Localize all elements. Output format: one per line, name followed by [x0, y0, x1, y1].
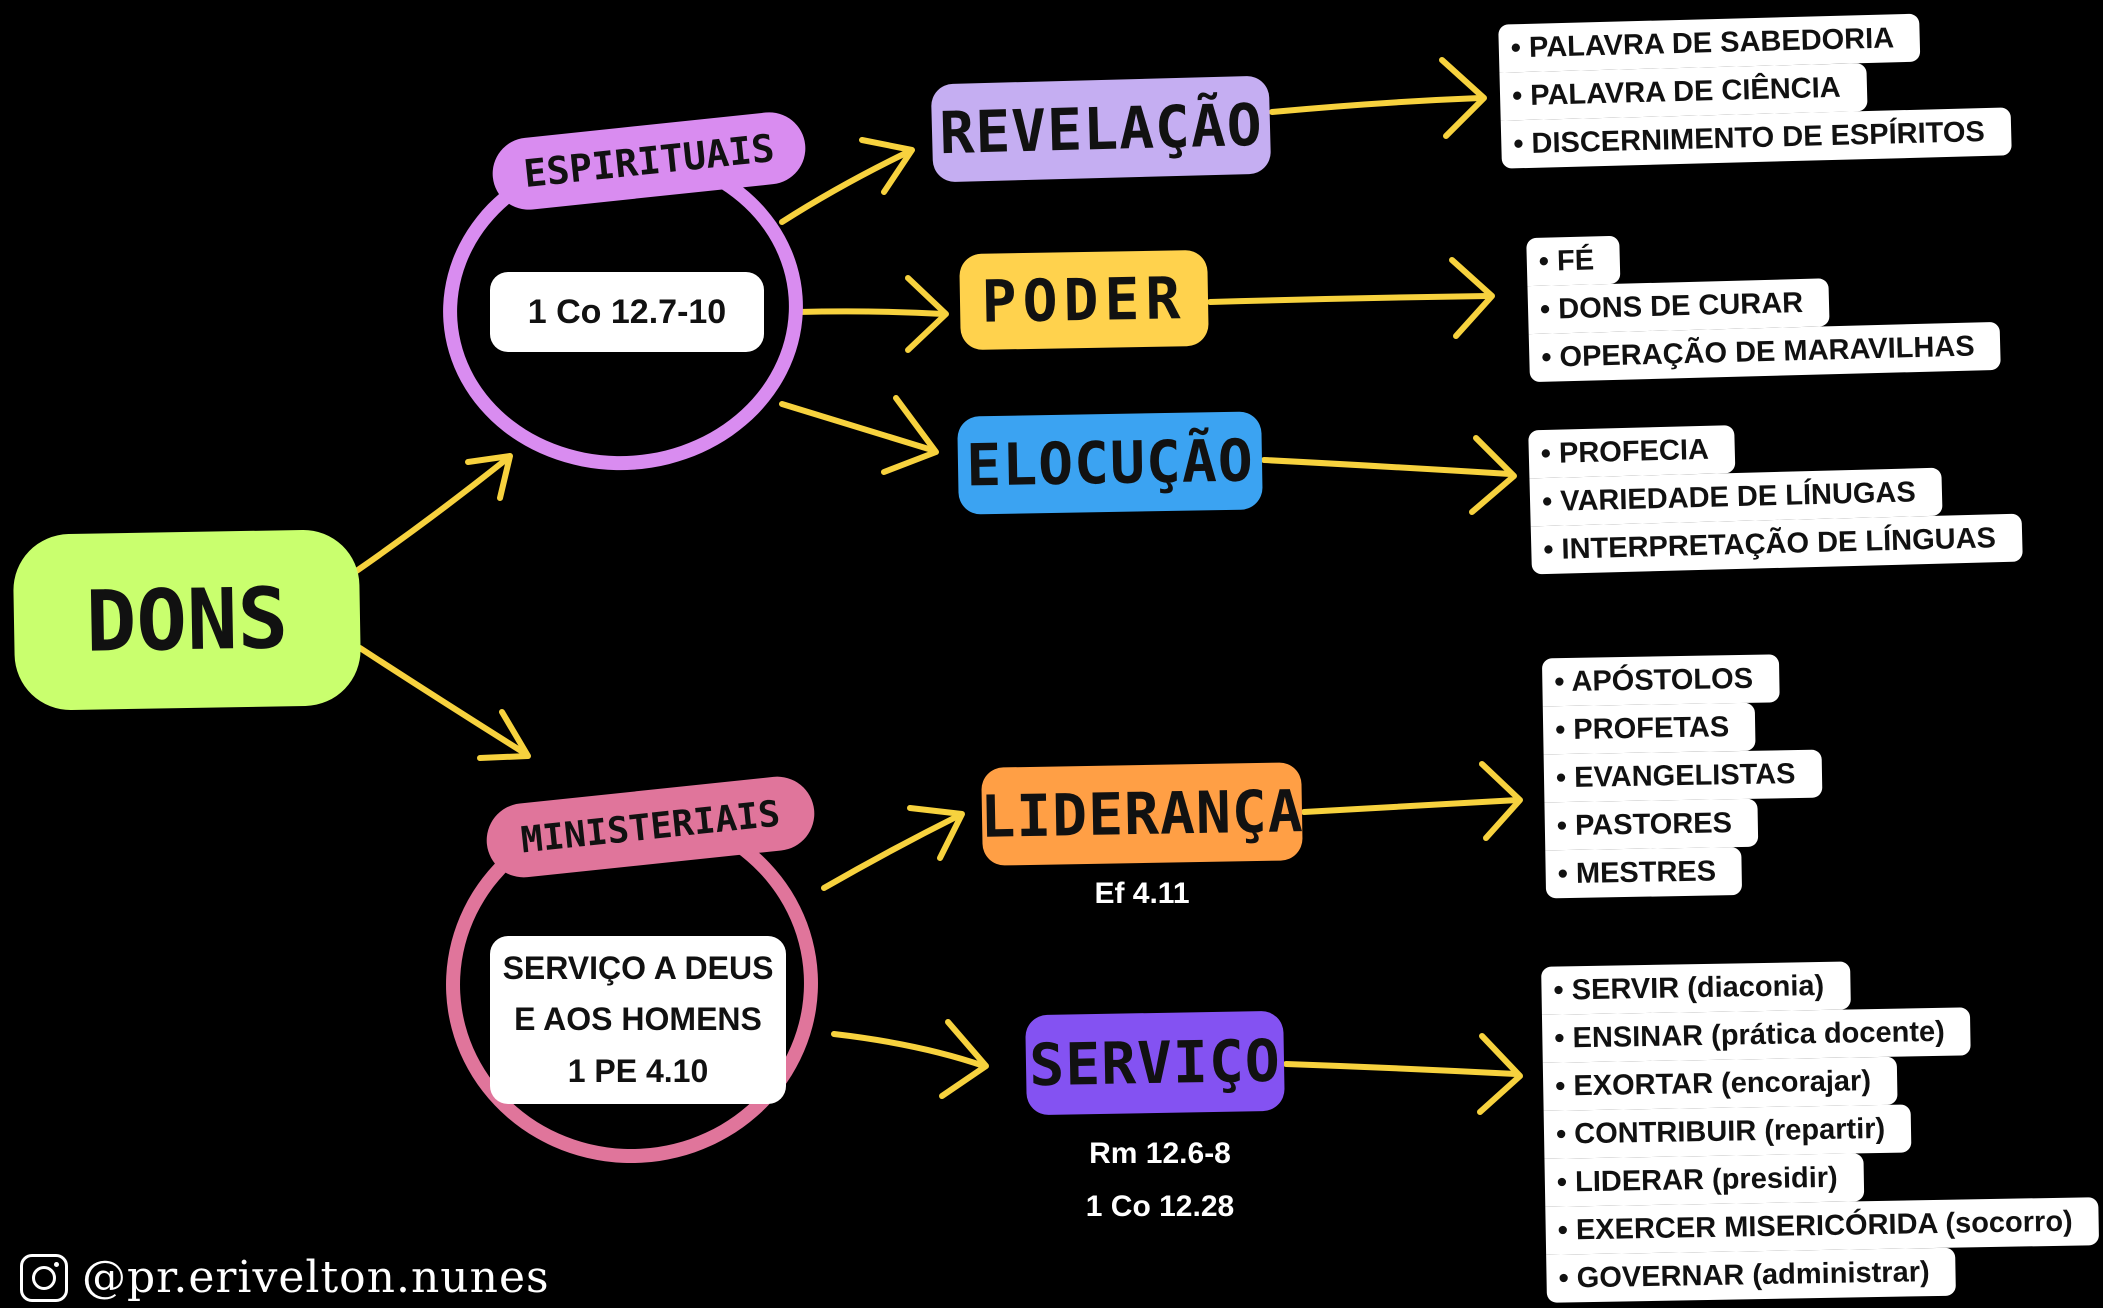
list-item: SERVIR (diaconia) — [1541, 961, 1851, 1015]
list-item: MESTRES — [1545, 846, 1743, 899]
espirituais-ref-text: 1 Co 12.7-10 — [527, 292, 727, 331]
arrow-esp-revelacao — [779, 149, 911, 225]
arrow-dons-ministeriais — [357, 645, 529, 757]
lideranca-reference: Ef 4.11 — [1082, 868, 1202, 921]
list-item: LIDERAR (presidir) — [1544, 1153, 1865, 1207]
lideranca-node: LIDERANÇA — [980, 762, 1304, 866]
arrow-min-lideranca — [821, 812, 963, 891]
arrow-dons-espirituais — [352, 455, 511, 575]
arrow-revelacao-list — [1269, 95, 1483, 115]
servico-list: SERVIR (diaconia) ENSINAR (prática docen… — [1541, 957, 2100, 1303]
arrow-poder-list — [1207, 293, 1491, 305]
servico-ref-line: Rm 12.6-8 — [1089, 1137, 1231, 1170]
arrow-lideranca-list — [1301, 797, 1521, 815]
ministeriais-reference: SERVIÇO A DEUS E AOS HOMENS 1 PE 4.10 — [490, 936, 786, 1104]
list-item: ENSINAR (prática docente) — [1541, 1007, 1972, 1063]
dons-root-node: DONS — [12, 528, 362, 712]
list-item: PROFETAS — [1542, 702, 1756, 755]
ministeriais-ref-line: SERVIÇO A DEUS — [502, 950, 774, 987]
list-item: CONTRIBUIR (repartir) — [1543, 1104, 1912, 1159]
list-item: APÓSTOLOS — [1541, 654, 1780, 707]
arrow-elocucao-list — [1261, 457, 1513, 477]
revelacao-list: PALAVRA DE SABEDORIA PALAVRA DE CIÊNCIA … — [1498, 11, 2012, 169]
arrow-esp-poder — [795, 308, 947, 317]
poder-list: FÉ DONS DE CURAR OPERAÇÃO DE MARAVILHAS — [1526, 226, 2002, 383]
espirituais-reference: 1 Co 12.7-10 — [490, 272, 764, 352]
list-item: FÉ — [1526, 235, 1621, 287]
list-item: EXERCER MISERICÓRIDA (socorro) — [1545, 1197, 2100, 1255]
poder-node: PODER — [959, 249, 1209, 351]
arrow-servico-list — [1283, 1061, 1519, 1077]
lideranca-list: APÓSTOLOS PROFETAS EVANGELISTAS PASTORES… — [1541, 654, 1824, 899]
list-item: EVANGELISTAS — [1543, 749, 1822, 803]
instagram-icon — [20, 1253, 68, 1302]
footer-handle: @pr.erivelton.nunes — [20, 1252, 550, 1303]
elocucao-list: PROFECIA VARIEDADE DE LÍNUGAS INTERPRETA… — [1528, 418, 2023, 575]
list-item: PROFECIA — [1528, 425, 1736, 479]
list-item: GOVERNAR (administrar) — [1546, 1247, 1957, 1303]
ministeriais-ref-line: 1 PE 4.10 — [567, 1052, 709, 1089]
lideranca-ref-text: Ef 4.11 — [1094, 877, 1190, 910]
servico-ref-line: 1 Co 12.28 — [1085, 1189, 1235, 1223]
revelacao-node: REVELAÇÃO — [930, 75, 1272, 183]
list-item: DONS DE CURAR — [1527, 278, 1830, 335]
arrow-esp-elocucao — [779, 401, 935, 453]
list-item: PASTORES — [1544, 798, 1759, 851]
ministeriais-ref-line: E AOS HOMENS — [514, 1001, 762, 1038]
servico-node: SERVIÇO — [1025, 1010, 1285, 1116]
elocucao-node: ELOCUÇÃO — [957, 411, 1263, 515]
dons-label: DONS — [85, 569, 289, 671]
list-item: EXORTAR (encorajar) — [1542, 1056, 1898, 1111]
arrow-min-servico — [831, 1031, 987, 1069]
instagram-handle: @pr.erivelton.nunes — [82, 1252, 550, 1303]
servico-references: Rm 12.6-8 1 Co 12.28 — [1070, 1128, 1250, 1233]
